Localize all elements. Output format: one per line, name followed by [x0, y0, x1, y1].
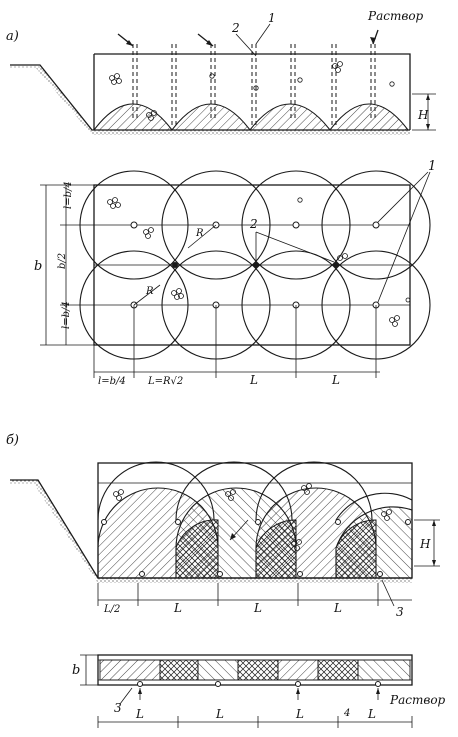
height-label-b: H [419, 537, 431, 551]
plan-strip-outline-b [97, 654, 413, 686]
dim-L-3-b: L [333, 601, 342, 615]
leader-1-a [255, 23, 271, 45]
mortar-arrows-a [117, 29, 379, 47]
lower-bulbs-b [97, 487, 413, 579]
dim-l-b4: l=b/4 [98, 376, 126, 387]
plan-strip-cells [99, 659, 411, 681]
junction-dots-a [172, 262, 339, 268]
plan-L-2-b: L [215, 707, 224, 721]
panel-label-a: а) [6, 29, 19, 44]
dim-L-2-a: L [331, 373, 340, 387]
plan-bottom-dims [93, 345, 380, 378]
height-dimension-a [412, 93, 436, 131]
leader-plan-1b [377, 171, 431, 303]
plan-strip-arrows [138, 688, 380, 700]
plan-L-1-b: L [135, 707, 144, 721]
plan-b-label: b [34, 259, 42, 274]
plan-left-dims [40, 184, 94, 346]
figure-b-plan: b 3 L L L 4 L Раствор [72, 654, 446, 728]
rubble-symbols-plan [107, 197, 411, 327]
arrow-head-b [230, 533, 236, 540]
stem-lines-a [133, 305, 377, 345]
plan-strip-pipes [137, 681, 381, 687]
water-box-a [94, 53, 411, 130]
figure-b-section: б) [6, 433, 440, 619]
dim-L-RV2: L=R√2 [147, 376, 183, 387]
leader-3-plan [119, 687, 133, 705]
dim-L-2-b: L [253, 601, 262, 615]
pipe-holes-b [101, 519, 411, 577]
plan-strip-b-dim [80, 654, 98, 686]
figure-a-section: а) Раствор [6, 9, 436, 135]
plan-L-4-b: L [367, 707, 376, 721]
plan-L-3-b: L [295, 707, 304, 721]
height-dimension-b [414, 519, 440, 567]
section-dims-b [97, 583, 412, 606]
dim-L-half-b: L/2 [103, 604, 120, 615]
radius-line-1 [133, 284, 161, 306]
leader-2-a [235, 33, 257, 57]
radius-label-2: R [195, 228, 204, 239]
dim-L-1-a: L [249, 373, 258, 387]
plan-L-small-b: 4 [343, 708, 350, 719]
plan-callout-3-b: 3 [114, 701, 122, 715]
radius-line-2 [187, 224, 217, 249]
callout-3-section-b: 3 [396, 605, 404, 619]
mortar-label-b: Раствор [389, 693, 446, 707]
leader-plan-1a [377, 171, 429, 223]
plan-b-half: b/2 [57, 253, 68, 269]
plan-l-b4-bottom: l=b/4 [61, 301, 72, 329]
radius-label-1: R [145, 286, 154, 297]
slope-hatch-a [10, 65, 92, 135]
injection-bulbs-a [92, 103, 410, 131]
callout-2-a: 2 [231, 21, 240, 35]
plan-strip-dims [97, 716, 413, 728]
plan-b-label-b: b [72, 663, 80, 678]
callout-1-a: 1 [268, 11, 276, 25]
dim-L-1-b: L [173, 601, 182, 615]
ground-hatch-b [98, 578, 412, 583]
height-label-a: H [417, 108, 429, 122]
leader-3-section [381, 579, 395, 607]
panel-label-b: б) [6, 433, 19, 448]
rubble-symbols-a [109, 61, 395, 121]
plan-l-b4-top: l=b/4 [63, 181, 74, 209]
slope-hatch-b [10, 480, 98, 583]
leader-plan-2b [255, 231, 335, 263]
figure-a-plan: R R 2 1 b l=b/4 b/2 l=b/4 [34, 159, 436, 387]
injector-pipes-a [132, 44, 376, 128]
mortar-label-a: Раствор [367, 9, 424, 23]
plan-callout-1-a: 1 [428, 159, 436, 174]
ground-hatch-a [92, 130, 410, 135]
rubble-symbols-b [113, 483, 392, 551]
plan-callout-2-a: 2 [249, 217, 258, 231]
